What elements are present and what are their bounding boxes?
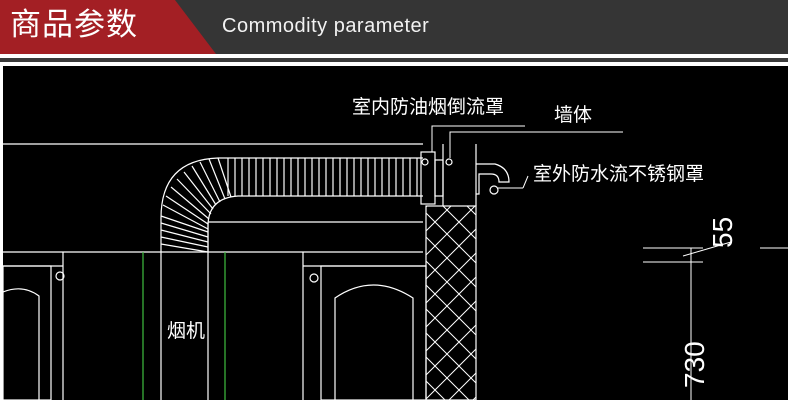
cad-installation-drawing: 室内防油烟倒流罩 墙体 室外防水流不锈钢罩 烟机 55 730	[3, 66, 788, 400]
dimension-lines	[643, 241, 788, 400]
label-wall: 墙体	[554, 104, 593, 126]
section-title-english: Commodity parameter	[222, 15, 430, 37]
drawing-canvas	[3, 125, 788, 400]
header-divider	[0, 58, 788, 62]
flexible-duct	[160, 157, 423, 253]
label-indoor-backflow-hood: 室内防油烟倒流罩	[352, 96, 505, 118]
outdoor-stainless-hood	[476, 163, 510, 195]
section-title-chinese: 商品参数	[10, 7, 138, 43]
wall-section	[425, 144, 477, 400]
range-hood-column	[142, 252, 226, 400]
indoor-backflow-hood	[420, 151, 453, 205]
label-outdoor-stainless-hood: 室外防水流不锈钢罩	[533, 163, 705, 185]
left-cabinet	[3, 251, 423, 400]
right-cabinet	[302, 252, 427, 400]
dimension-730: 730	[679, 341, 710, 388]
label-range-hood: 烟机	[167, 320, 206, 342]
section-header: 商品参数 Commodity parameter	[0, 0, 788, 54]
label-leaders	[431, 125, 623, 189]
ceiling-lines	[3, 143, 423, 252]
header-accent-block	[0, 0, 216, 54]
dimension-55: 55	[707, 216, 738, 248]
